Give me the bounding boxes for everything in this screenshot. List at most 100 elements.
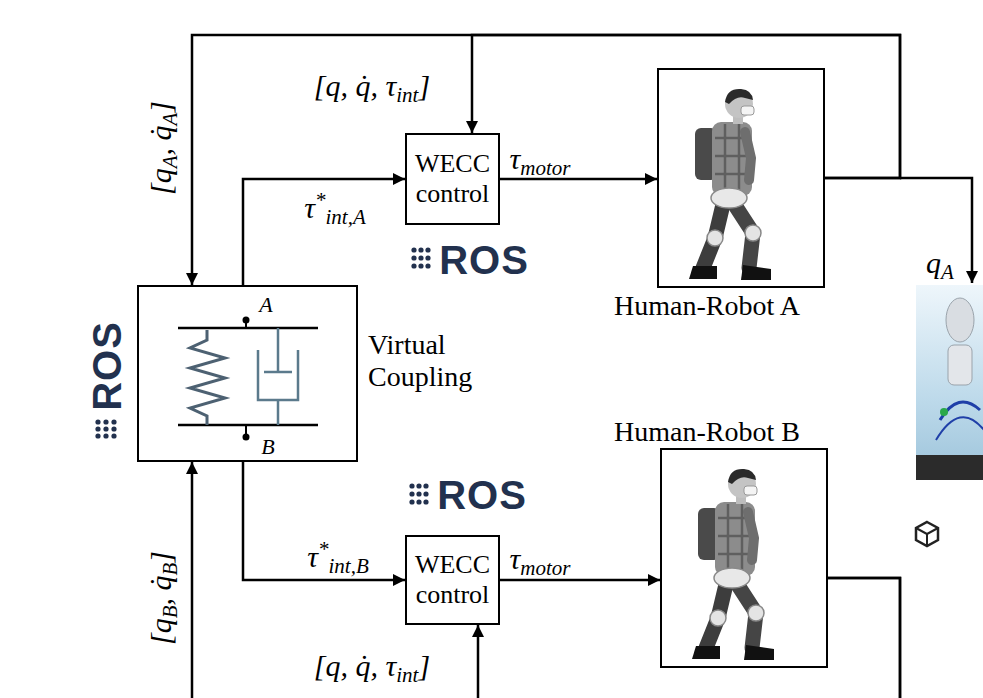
illustration-part: [411, 255, 416, 260]
illustration-part: [103, 419, 108, 424]
illustration-part: [409, 483, 414, 488]
subscript: motor: [520, 556, 570, 580]
ros-logo-dots: [411, 247, 430, 268]
text-run: [: [314, 69, 326, 102]
illustration-part: [416, 491, 421, 496]
robot-photo-frame: Human-Robot A: [657, 68, 825, 288]
point-label: B: [259, 435, 276, 459]
illustration-part: [277, 328, 280, 372]
illustration-part: [264, 371, 292, 374]
math-symbol: q: [326, 69, 341, 102]
illustration-part: [95, 419, 100, 424]
illustration-part: [418, 263, 423, 268]
subscript: A: [941, 260, 954, 284]
illustration-part: [916, 528, 938, 546]
ros-logo-text: ROS: [85, 319, 129, 413]
math-symbol: q̇: [144, 126, 177, 141]
illustration-part: [418, 255, 423, 260]
illustration-part: [416, 499, 421, 504]
signal-label: τmotor: [508, 542, 573, 575]
ros-logo-text: ROS: [437, 238, 531, 282]
math-symbol: q̇: [356, 69, 371, 102]
math-symbol: τ: [510, 142, 521, 175]
illustration-part: [423, 499, 428, 504]
text-run: ,: [144, 591, 177, 606]
math-symbol: q: [144, 618, 177, 633]
illustration-part: [411, 247, 416, 252]
signal-label: qA: [924, 246, 956, 279]
math-symbol: q: [926, 246, 941, 279]
math-symbol: q̇: [356, 649, 371, 682]
illustration-part: [916, 455, 983, 480]
signal-connector: [192, 462, 900, 698]
robot-photo-frame: Human-Robot B: [660, 448, 828, 668]
illustration-part: [425, 255, 430, 260]
signal-label: τmotor: [508, 142, 573, 175]
illustration-part: [258, 350, 298, 400]
ros-logo-dots: [409, 483, 428, 504]
subscript: int,B: [329, 554, 369, 578]
ros-logo-text: ROS: [435, 473, 529, 517]
human-robot-photo: [689, 89, 771, 280]
illustration-part: [409, 499, 414, 504]
unity-simulation-image: [916, 285, 983, 480]
text-run: [: [144, 633, 177, 645]
box-heading: Human-Robot A: [614, 290, 800, 322]
illustration-part: [243, 434, 250, 441]
illustration-part: [936, 417, 983, 440]
illustration-part: [418, 247, 423, 252]
subscript: A: [158, 156, 182, 169]
illustration-part: [423, 483, 428, 488]
illustration-part: [95, 433, 100, 438]
illustration-part: [416, 483, 421, 488]
unity-logo: [916, 522, 938, 546]
signal-wire: [900, 178, 972, 283]
math-symbol: τ: [304, 191, 315, 224]
illustration-part: [916, 522, 938, 546]
illustration-part: [425, 263, 430, 268]
box-heading: Human-Robot B: [614, 416, 800, 448]
box-label: WECC control: [415, 149, 490, 209]
controller-box: WECC control: [405, 133, 500, 225]
text-run: ,: [371, 649, 386, 682]
text-run: [: [314, 649, 326, 682]
text-run: ]: [418, 649, 430, 682]
coupling-box: Virtual Coupling: [137, 285, 358, 462]
superscript: *: [318, 537, 329, 561]
math-symbol: q: [144, 168, 177, 183]
math-symbol: τ: [307, 540, 318, 573]
signal-label: τ*int,B: [305, 540, 371, 573]
text-run: ,: [341, 69, 356, 102]
illustration-part: [409, 491, 414, 496]
illustration-part: [425, 247, 430, 252]
illustration-part: [178, 327, 318, 330]
signal-label: τ*int,A: [302, 191, 368, 224]
math-symbol: τ: [510, 542, 521, 575]
text-run: A: [259, 292, 272, 317]
math-symbol: τ: [386, 69, 397, 102]
text-run: ,: [371, 69, 386, 102]
subscript: B: [158, 606, 182, 619]
subscript: A: [158, 113, 182, 126]
signal-label: [qA, q̇A]: [144, 99, 177, 197]
illustration-part: [111, 419, 116, 424]
illustration-part: [190, 330, 225, 425]
illustration-part: [178, 424, 318, 427]
box-label: WECC control: [415, 550, 490, 610]
illustration-part: [111, 426, 116, 431]
signal-label: [qB, q̇B]: [144, 549, 177, 647]
signal-connector: [243, 179, 405, 285]
signal-connector: [192, 35, 900, 285]
signal-connector: [243, 462, 405, 580]
illustration-part: [948, 345, 972, 385]
subscript: B: [158, 563, 182, 576]
illustration-part: [95, 426, 100, 431]
illustration-part: [103, 433, 108, 438]
text-run: ]: [144, 101, 177, 113]
illustration-part: [916, 285, 983, 480]
illustration-part: [692, 469, 774, 660]
illustration-part: [103, 426, 108, 431]
box-heading: Virtual Coupling: [368, 329, 508, 393]
illustration-part: [423, 491, 428, 496]
